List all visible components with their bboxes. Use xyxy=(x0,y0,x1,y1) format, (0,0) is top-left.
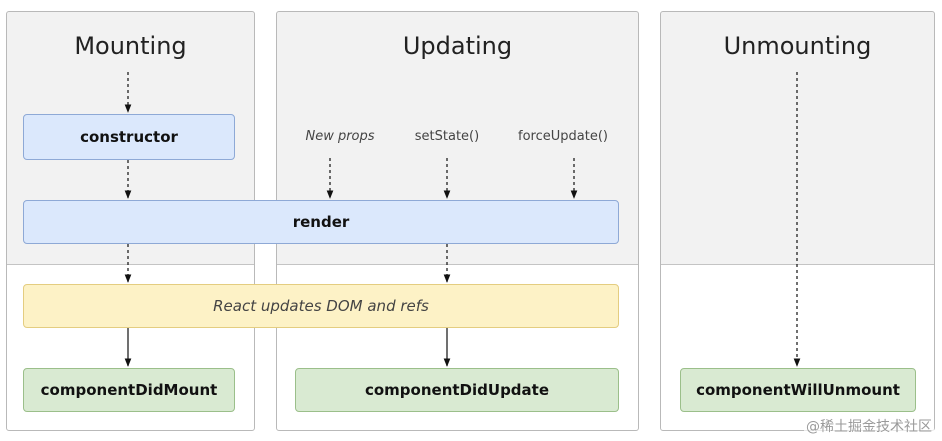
render-box: render xyxy=(23,200,619,244)
phase-divider xyxy=(277,264,638,265)
phase-divider xyxy=(7,264,254,265)
did-mount-box: componentDidMount xyxy=(23,368,235,412)
mounting-title: Mounting xyxy=(74,32,187,60)
force-update-label: forceUpdate() xyxy=(518,129,608,144)
phase-divider xyxy=(661,264,934,265)
will-unmount-box: componentWillUnmount xyxy=(680,368,916,412)
watermark: @稀土掘金技术社区 xyxy=(804,416,934,436)
unmounting-title: Unmounting xyxy=(723,32,872,60)
dom-update-box: React updates DOM and refs xyxy=(23,284,619,328)
updating-title: Updating xyxy=(402,32,513,60)
did-update-box: componentDidUpdate xyxy=(295,368,619,412)
set-state-label: setState() xyxy=(414,129,480,144)
new-props-label: New props xyxy=(305,129,375,144)
constructor-box: constructor xyxy=(23,114,235,160)
